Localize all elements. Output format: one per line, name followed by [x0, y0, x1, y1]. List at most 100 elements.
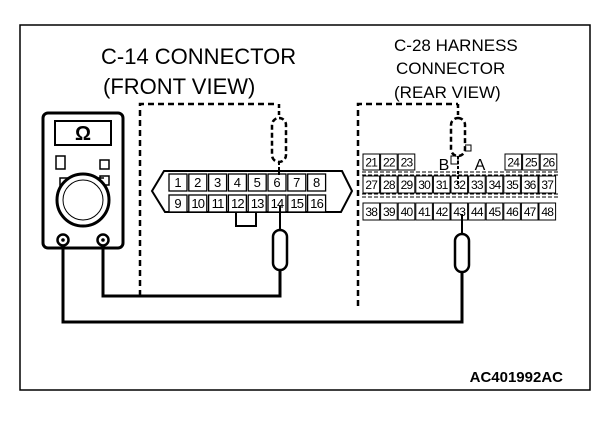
pin-number: 48 — [541, 205, 554, 219]
pin-number: 12 — [231, 196, 244, 211]
pin-number: 15 — [290, 196, 303, 211]
c28-title-line2: CONNECTOR — [396, 59, 505, 78]
pin-cell — [362, 202, 381, 221]
c28-row-separators — [362, 171, 560, 198]
pin-number: 2 — [194, 175, 201, 190]
test-leads — [61, 246, 464, 324]
pin-number: 13 — [251, 196, 264, 211]
pin-cell — [306, 194, 327, 213]
pin-number: 16 — [310, 196, 323, 211]
pin-cell — [380, 202, 398, 221]
pin-number: 36 — [524, 178, 537, 192]
diagram-frame — [19, 24, 591, 391]
pin-number: 22 — [383, 155, 396, 169]
pin-cell — [207, 194, 228, 213]
pin-cell — [504, 153, 523, 171]
pin-number: 41 — [418, 205, 431, 219]
pin-cell — [362, 175, 381, 194]
pin-cell — [432, 175, 451, 194]
c28-test-probe — [453, 214, 471, 274]
pin-cell — [380, 153, 398, 171]
c14-test-probe-body — [271, 228, 289, 272]
pin-number: 44 — [471, 205, 484, 219]
pin-number: 45 — [489, 205, 502, 219]
pin-cell — [397, 175, 416, 194]
pin-number: 35 — [506, 178, 519, 192]
multimeter: Ω — [41, 111, 125, 250]
c28-harness-outline — [356, 102, 458, 306]
pin-number: 47 — [524, 205, 537, 219]
pin-number: 10 — [191, 196, 204, 211]
c28-title-line1: C-28 HARNESS — [394, 36, 518, 55]
pin-cell — [227, 194, 248, 213]
lead-to-c14 — [101, 246, 282, 298]
pin-cell — [380, 175, 398, 194]
pin-number: 39 — [383, 205, 396, 219]
c14-title-line2: (FRONT VIEW) — [103, 74, 255, 99]
c28-title-line3: (REAR VIEW) — [394, 83, 501, 102]
c28-back-probe — [449, 104, 467, 184]
pin-cell — [362, 153, 381, 171]
pin-cell — [397, 202, 416, 221]
pin-number: 1 — [174, 175, 181, 190]
pin-cell — [287, 173, 307, 192]
pin-number: 32 — [453, 178, 466, 192]
pin-number: 8 — [313, 175, 320, 190]
c28-test-probe-body — [453, 232, 471, 274]
pin-cell — [538, 202, 557, 221]
pin-cell — [468, 202, 486, 221]
pin-cell — [188, 194, 208, 213]
pin-cell — [450, 175, 469, 194]
pin-number: 4 — [234, 175, 241, 190]
pin-cell — [520, 202, 539, 221]
probe-jack-com-hole — [61, 238, 65, 242]
pin-cell — [415, 175, 433, 194]
pin-cell — [168, 194, 188, 213]
pin-cell — [539, 153, 558, 171]
pin-cell — [450, 202, 469, 221]
c14-harness-outline — [138, 102, 276, 296]
pin-number: 37 — [541, 178, 554, 192]
pin-number: 26 — [543, 155, 556, 169]
pin-cell — [267, 194, 287, 213]
pin-number: 21 — [365, 155, 378, 169]
rotary-dial-inner — [62, 179, 104, 221]
pin-cell — [267, 173, 287, 192]
pin-cell — [503, 175, 521, 194]
pin-cell — [538, 175, 557, 194]
c28-key-slot — [450, 155, 459, 165]
pin-number: 30 — [418, 178, 431, 192]
pin-cell — [485, 202, 504, 221]
c14-connector-latch — [235, 211, 257, 227]
pin-cell — [227, 173, 248, 192]
pin-cell — [415, 202, 433, 221]
pin-cell — [503, 202, 521, 221]
pin-cell — [247, 173, 267, 192]
pin-number: 14 — [271, 196, 284, 211]
c14-back-probe-tip — [270, 116, 288, 164]
c28-key-b: B — [439, 157, 450, 174]
pin-number: 9 — [174, 196, 181, 211]
pin-number: 24 — [507, 155, 520, 169]
pin-number: 25 — [525, 155, 538, 169]
pin-number: 28 — [383, 178, 396, 192]
c14-pin-row-bottom: 9 10 11 12 13 14 15 16 — [168, 194, 327, 213]
pin-number: 33 — [471, 178, 484, 192]
pin-cell — [247, 194, 267, 213]
pin-number: 7 — [293, 175, 300, 190]
pin-cell — [207, 173, 228, 192]
pin-number: 3 — [214, 175, 221, 190]
pin-number: 40 — [401, 205, 414, 219]
pin-number: 43 — [453, 205, 466, 219]
pin-number: 27 — [365, 178, 378, 192]
c14-title-line1: C-14 CONNECTOR — [101, 44, 296, 69]
pin-cell — [306, 173, 327, 192]
pin-cell — [168, 173, 188, 192]
c28-back-probe-tip — [449, 116, 467, 158]
c14-back-probe — [270, 104, 288, 176]
pin-number: 11 — [212, 196, 224, 211]
